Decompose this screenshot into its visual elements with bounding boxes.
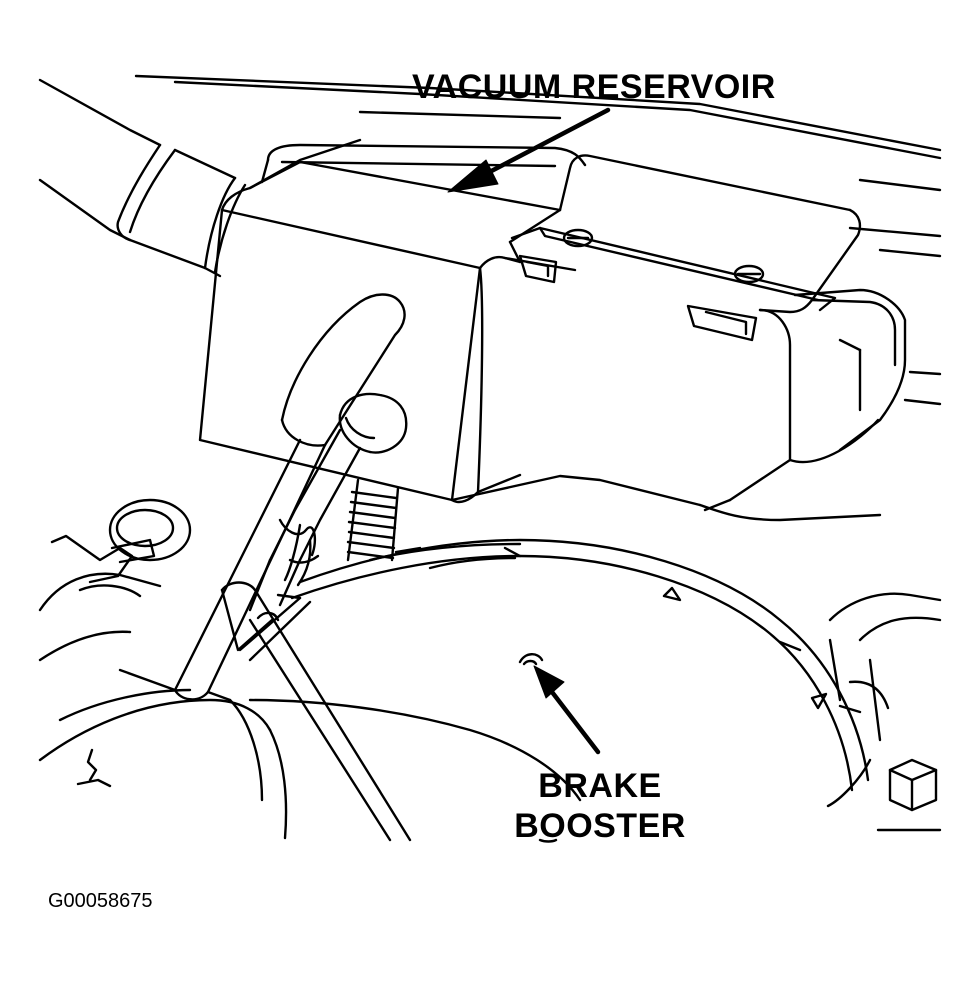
vacuum-reservoir-body <box>200 145 905 520</box>
cowl-panel <box>136 76 940 404</box>
brake-booster-label-line1: BRAKE <box>538 767 662 805</box>
brake-booster-label: BRAKE BOOSTER <box>514 766 686 846</box>
corrugated-hose <box>348 480 398 560</box>
booster-arrow <box>534 666 598 752</box>
brake-booster <box>250 540 940 842</box>
upper-left-hose <box>40 80 360 276</box>
left-components <box>40 500 310 838</box>
vacuum-reservoir-label: VACUUM RESERVOIR <box>412 68 776 106</box>
reservoir-arrow <box>448 110 608 192</box>
vacuum-tubes <box>120 295 410 841</box>
brake-booster-label-line2: BOOSTER <box>514 807 686 845</box>
figure-id: G00058675 <box>48 890 153 912</box>
